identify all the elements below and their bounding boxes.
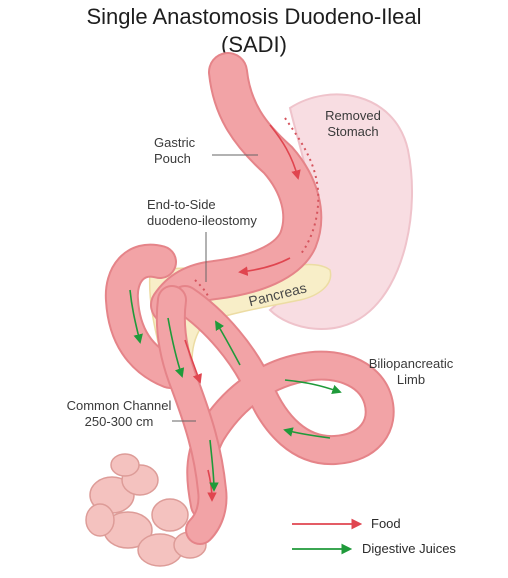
diagram-title-line-1: Single Anastomosis Duodeno-Ileal xyxy=(86,4,422,29)
anastomosis-label: End-to-Side duodeno-ileostomy xyxy=(147,197,257,228)
removed-stomach-label: Removed Stomach xyxy=(325,108,381,139)
gastric-pouch-label: Gastric Pouch xyxy=(154,135,196,166)
label-leader-lines xyxy=(172,154,258,422)
legend-food-label: Food xyxy=(371,516,401,531)
food-flow-arrows xyxy=(184,124,301,502)
digestive-juice-arrows xyxy=(129,289,342,492)
legend-digestive-juices-label: Digestive Juices xyxy=(362,541,456,556)
colon-shape xyxy=(85,453,207,567)
biliopancreatic-limb-label: Biliopancreatic Limb xyxy=(368,356,454,387)
common-channel-label: Common Channel 250-300 cm xyxy=(66,398,172,429)
